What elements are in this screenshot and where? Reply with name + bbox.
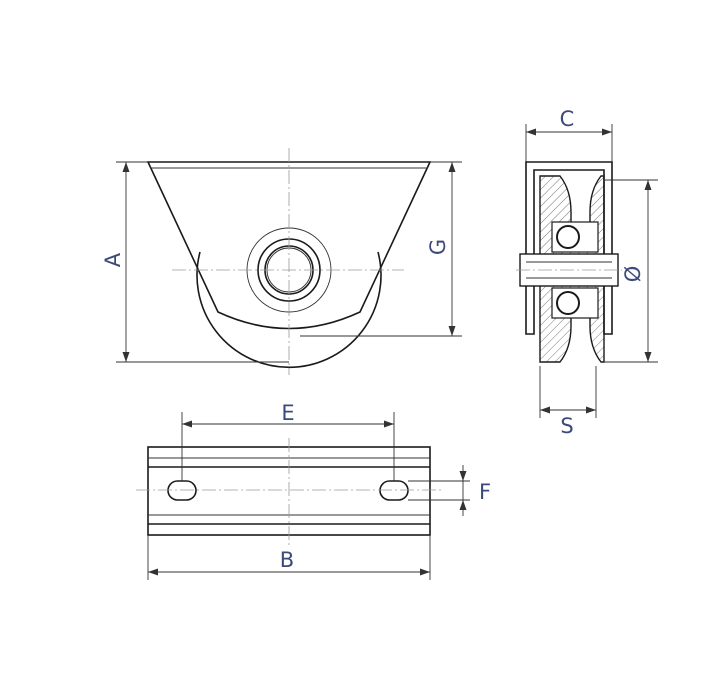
- side-section-view: [516, 124, 658, 418]
- dimension-B-label: B: [280, 548, 294, 572]
- dimension-A-label: A: [101, 252, 125, 267]
- bracket-plate: [146, 161, 432, 330]
- dimension-S-label: S: [560, 414, 573, 438]
- mounting-slot-left: [167, 480, 197, 501]
- bearing-ball-bottom: [556, 291, 580, 315]
- bearing-ball-top: [556, 225, 580, 249]
- dimension-E-label: E: [281, 401, 294, 425]
- mounting-slot-right: [379, 480, 409, 501]
- dimension-C-label: C: [560, 107, 575, 131]
- wheel-disc: [196, 251, 382, 369]
- dimension-F-label: F: [479, 480, 491, 504]
- dimension-diameter-label: Ø: [621, 266, 645, 283]
- top-view: [136, 412, 470, 580]
- dimension-G-label: G: [426, 239, 450, 255]
- front-view: [116, 148, 462, 375]
